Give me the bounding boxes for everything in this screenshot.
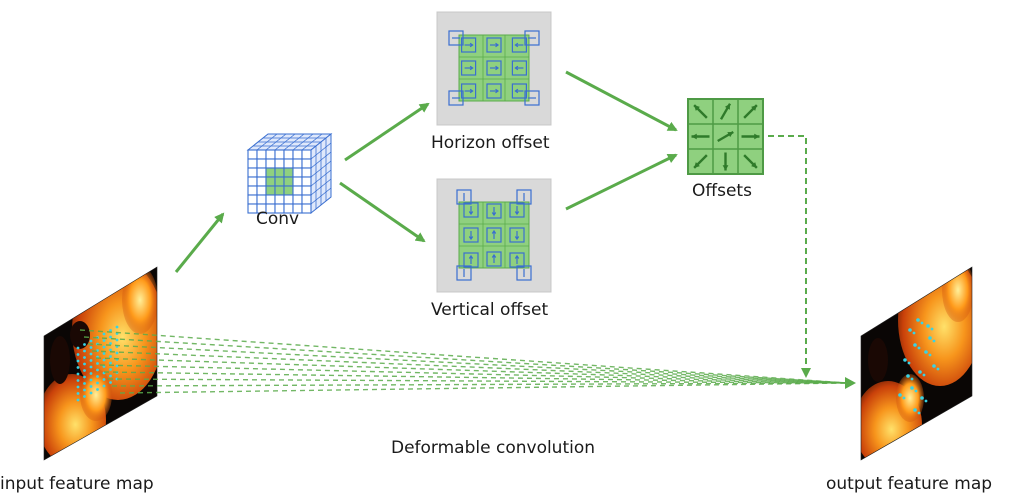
offsets-label: Offsets: [692, 181, 752, 201]
arrow-conv-to-horizon: [344, 102, 430, 162]
deformable-projection-lines: [79, 329, 856, 394]
horizon-offset-label: Horizon offset: [431, 133, 550, 153]
output-feature-map-label: output feature map: [826, 474, 993, 494]
deformable-convolution-label: Deformable convolution: [391, 438, 596, 458]
input-feature-map-label: input feature map: [0, 474, 154, 494]
input-feature-map-image: [43, 266, 158, 461]
arrow-horizon-to-offsets: [565, 70, 678, 132]
offsets-to-output-dashed-arrow: [768, 135, 811, 378]
arrow-conv-to-vertical: [339, 181, 426, 243]
conv-cube-icon: [246, 132, 333, 215]
vertical-offset-grid-icon: [436, 178, 552, 293]
vertical-offset-label: Vertical offset: [431, 300, 549, 320]
conv-label: Conv: [256, 209, 300, 229]
offsets-arrow-grid-icon: [687, 98, 764, 175]
flow-arrows: [174, 70, 678, 273]
arrow-vertical-to-offsets: [565, 153, 678, 211]
output-sampling-points: [898, 318, 940, 415]
output-feature-map-image: [860, 266, 973, 461]
arrow-input-to-conv: [174, 212, 225, 273]
horizontal-offset-grid-icon: [436, 11, 552, 126]
